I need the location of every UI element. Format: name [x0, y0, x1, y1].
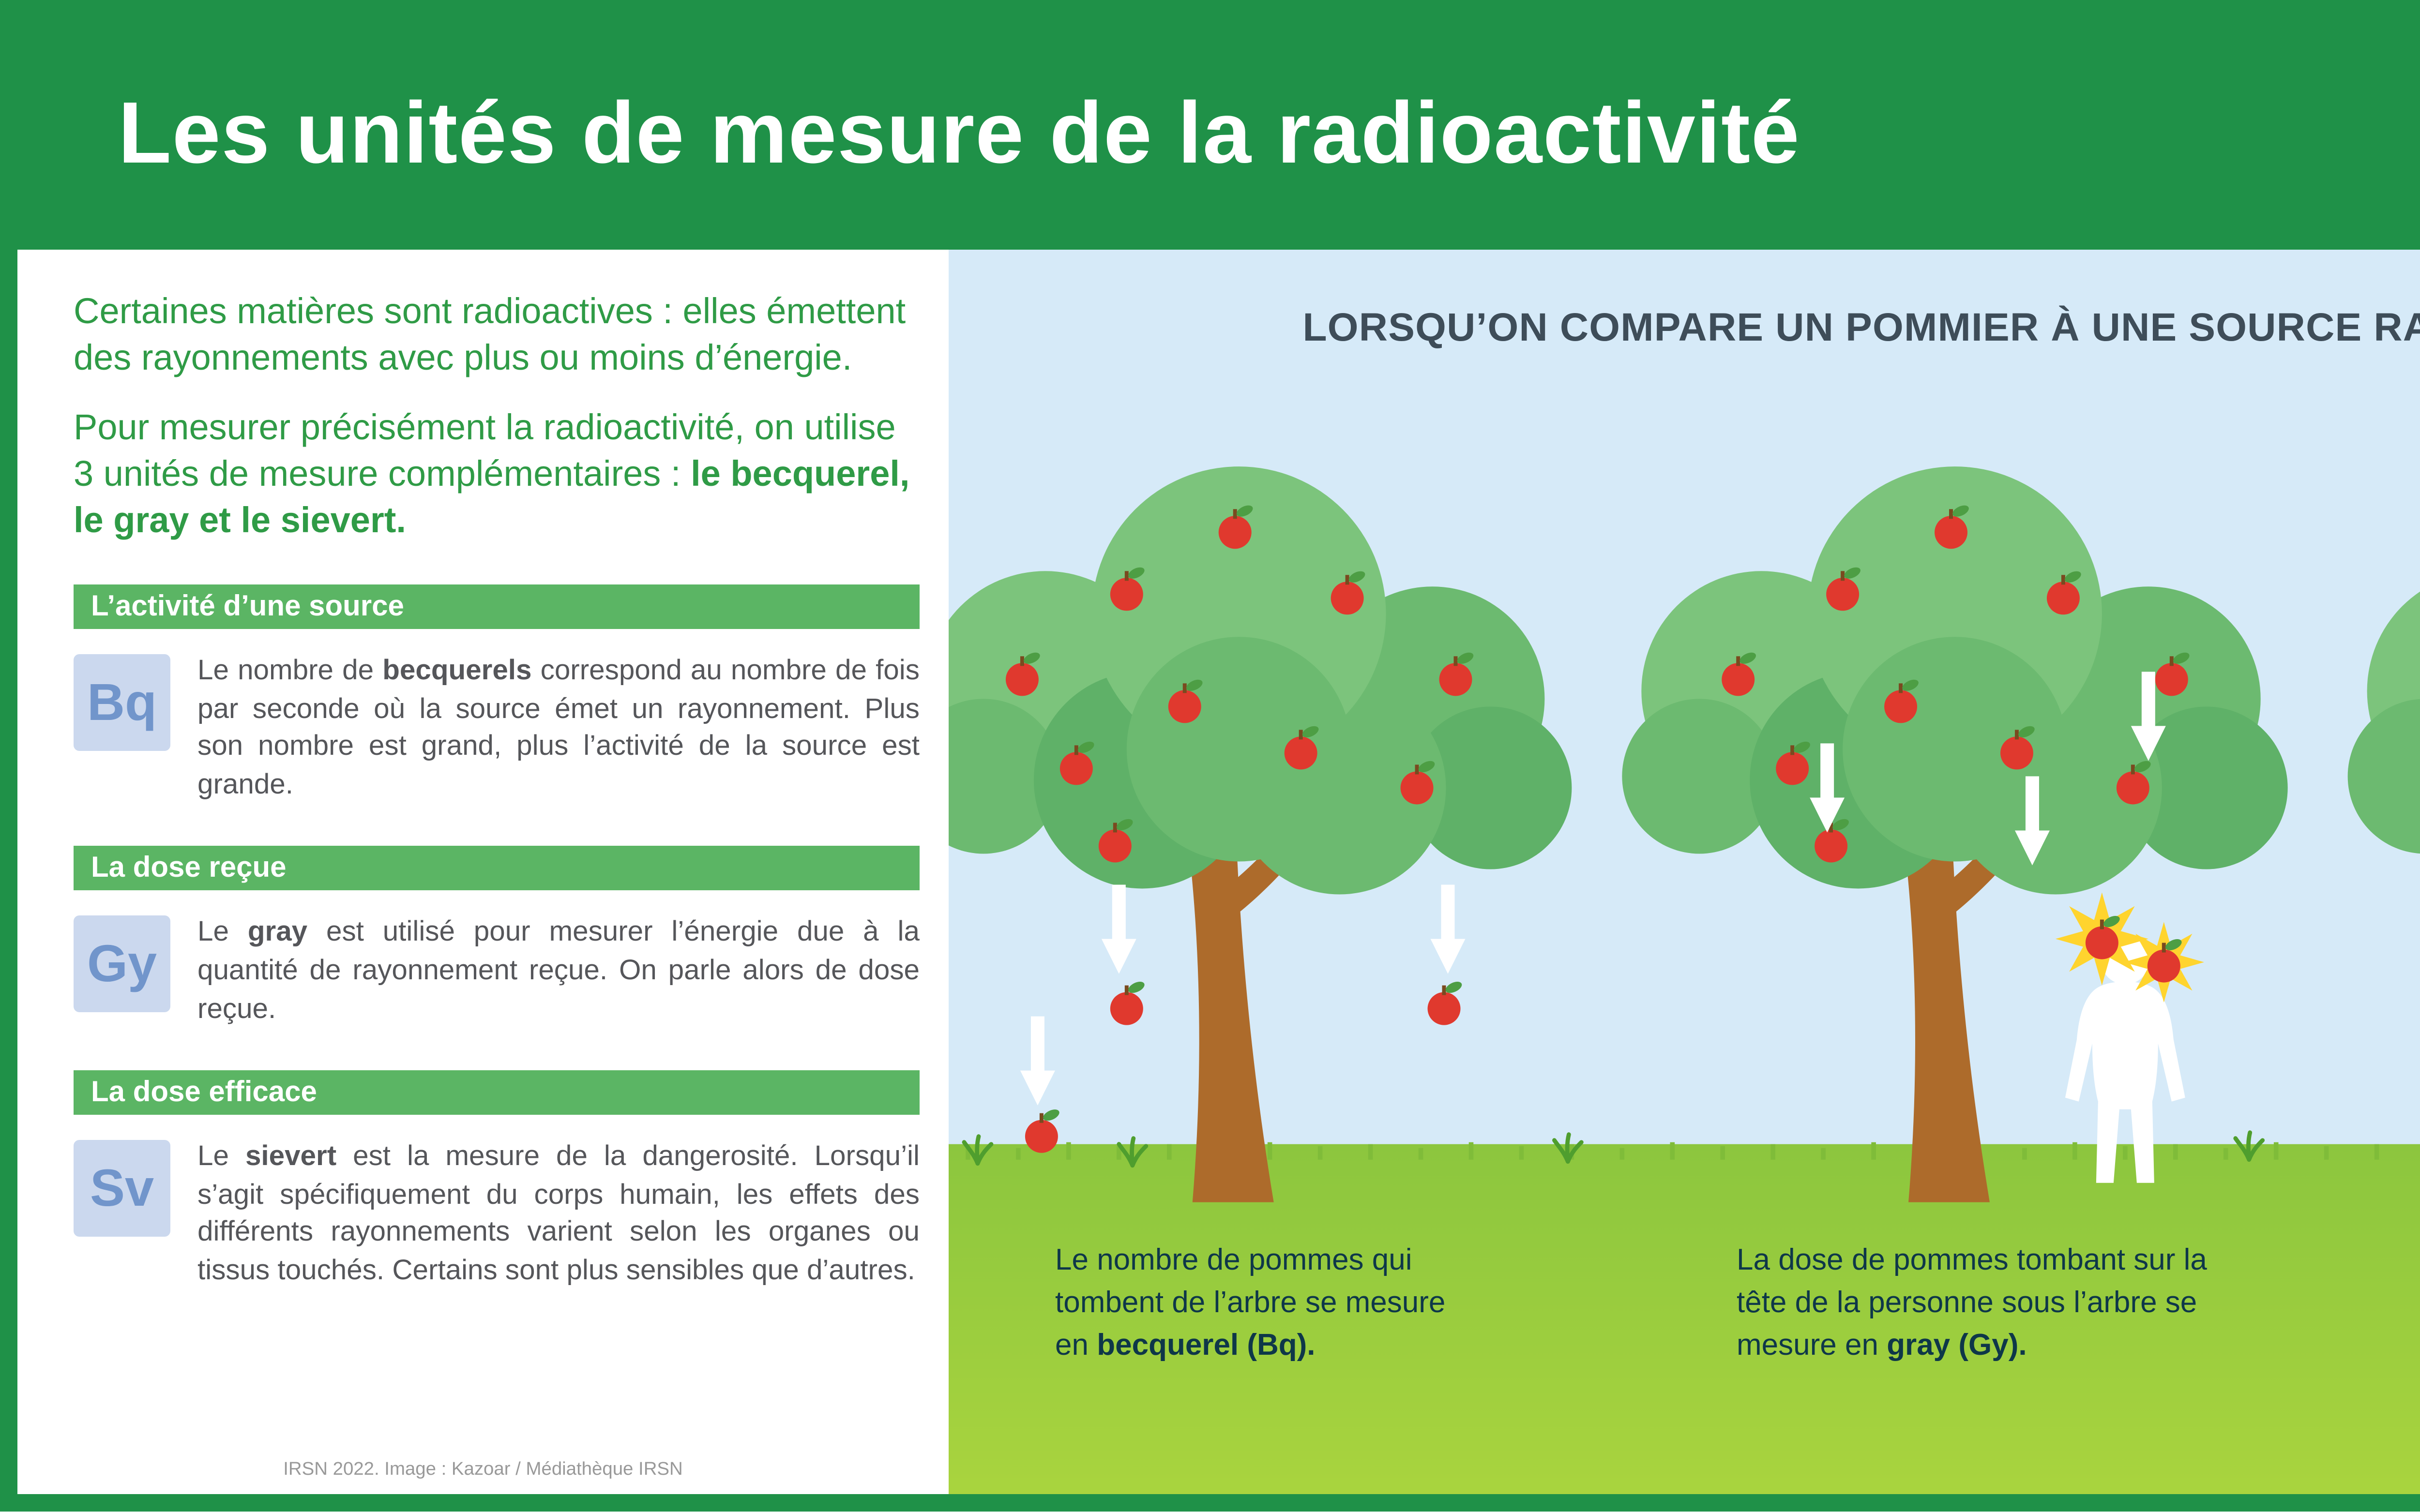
- apple-tree-sievert: [2348, 466, 2420, 1203]
- intro-2-bold: le becquerel, le gray et le sievert.: [74, 453, 910, 540]
- sievert-row: Sv Le sievert est la mesure de la danger…: [74, 1140, 923, 1291]
- illustration-panel: LORSQU’ON COMPARE UN POMMIER À UNE SOURC…: [949, 250, 2420, 1495]
- page-title: Les unités de mesure de la radioactivité: [118, 83, 1800, 182]
- bq-text-post: correspond au nombre de fois par seconde…: [197, 656, 920, 801]
- page-body: Les unités de mesure de la radioactivité…: [17, 17, 2420, 1495]
- grass-texture: [966, 1142, 2379, 1160]
- section-heading-activity: L’activité d’une source: [74, 584, 920, 629]
- sv-text-pre: Le: [197, 1142, 245, 1173]
- sievert-description: Le sievert est la mesure de la dangerosi…: [197, 1140, 923, 1291]
- falling-arrow-icon: [1430, 884, 1466, 974]
- apple-tree-gray: [1622, 466, 2287, 1202]
- intro-paragraph-1: Certaines matières sont radioactives : e…: [74, 290, 906, 378]
- bq-text-pre: Le nombre de: [197, 656, 383, 688]
- sv-text-post: est la mesure de la dangerosité. Lorsqu’…: [197, 1142, 920, 1287]
- gy-text-bold: gray: [247, 918, 308, 949]
- definitions-panel: Certaines matières sont radioactives : e…: [17, 250, 949, 1495]
- caption-2-text: La dose de pommes tombant sur la tête de…: [1737, 1244, 2207, 1362]
- caption-1-text: Le nombre de pommes qui tombent de l’arb…: [1055, 1244, 1446, 1362]
- orchard-illustration: [949, 250, 2420, 1495]
- sv-unit-badge: Sv: [74, 1140, 170, 1237]
- caption-gray: La dose de pommes tombant sur la tête de…: [1737, 1241, 2240, 1368]
- gy-text-pre: Le: [197, 918, 248, 949]
- content-area: Certaines matières sont radioactives : e…: [17, 250, 2420, 1495]
- falling-arrow-icon: [1101, 884, 1136, 974]
- gy-unit-badge: Gy: [74, 916, 170, 1013]
- caption-2-bold: gray (Gy).: [1887, 1330, 2027, 1362]
- section-heading-dose-efficace: La dose efficace: [74, 1070, 920, 1115]
- falling-apple: [1428, 979, 1464, 1025]
- gy-text-post: est utilisé pour mesurer l’énergie due à…: [197, 918, 920, 1025]
- gray-row: Gy Le gray est utilisé pour mesurer l’én…: [74, 916, 923, 1030]
- bq-unit-badge: Bq: [74, 654, 170, 751]
- falling-arrow-icon: [1020, 1016, 1055, 1106]
- header-bar: Les unités de mesure de la radioactivité: [17, 17, 2420, 250]
- sv-text-bold: sievert: [245, 1142, 337, 1173]
- intro-paragraph-2: Pour mesurer précisément la radioactivit…: [74, 404, 923, 544]
- grass: [949, 1144, 2420, 1495]
- becquerel-description: Le nombre de becquerels correspond au no…: [197, 655, 923, 806]
- gray-description: Le gray est utilisé pour mesurer l’énerg…: [197, 916, 923, 1030]
- caption-becquerel: Le nombre de pommes qui tombent de l’arb…: [1055, 1241, 1473, 1368]
- section-heading-dose-recue: La dose reçue: [74, 846, 920, 891]
- image-credit: IRSN 2022. Image : Kazoar / Médiathèque …: [283, 1460, 683, 1481]
- falling-apple: [1110, 979, 1146, 1025]
- becquerel-row: Bq Le nombre de becquerels correspond au…: [74, 654, 923, 806]
- bq-text-bold: becquerels: [382, 656, 532, 688]
- intro-2-text: Pour mesurer précisément la radioactivit…: [74, 406, 896, 494]
- caption-1-bold: becquerel (Bq).: [1097, 1330, 1316, 1362]
- illustration-title: LORSQU’ON COMPARE UN POMMIER À UNE SOURC…: [1302, 306, 2420, 350]
- apple-tree-becquerel: [949, 466, 1572, 1202]
